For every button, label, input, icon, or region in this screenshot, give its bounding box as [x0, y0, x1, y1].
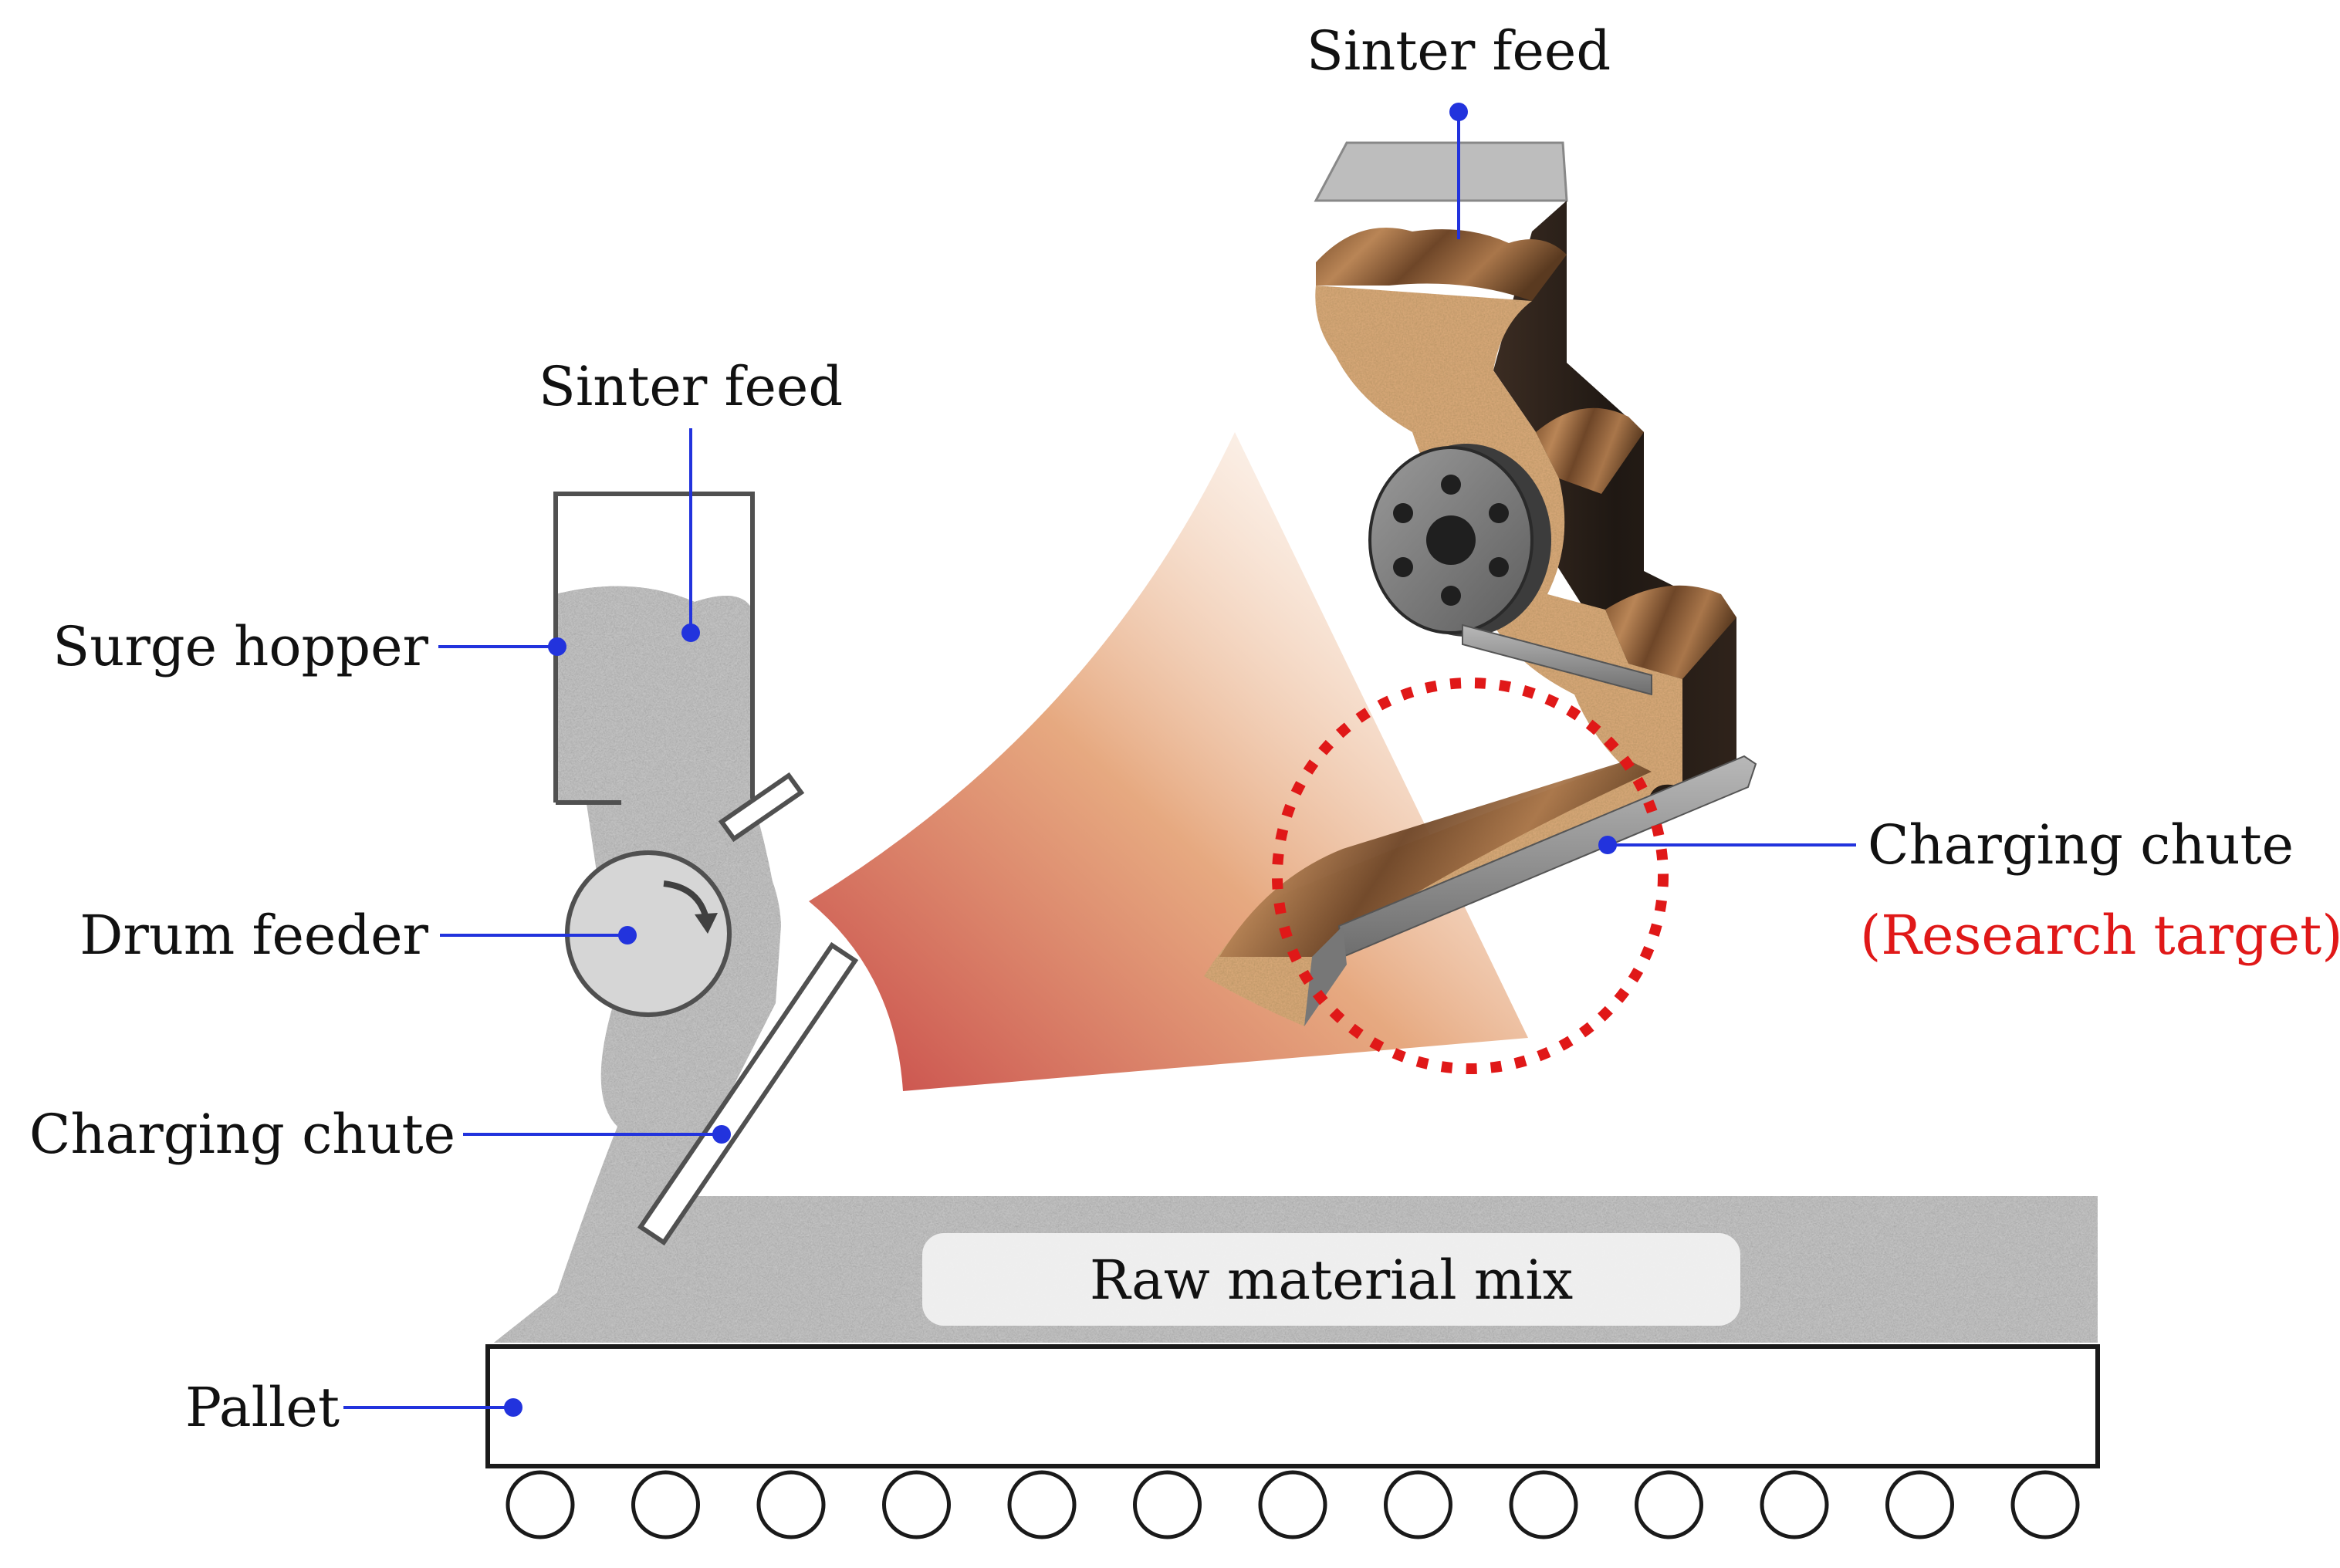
pallet-roller [1384, 1470, 1452, 1539]
label-sinter-feed-top: Sinter feed [1307, 19, 1611, 83]
clockwise-arrow-icon [663, 880, 718, 934]
gate-plate [718, 772, 805, 843]
label-sinter-feed-left: Sinter feed [539, 355, 843, 418]
pallet-roller [1635, 1470, 1703, 1539]
charging-chute-left [637, 941, 859, 1246]
label-research-target: (Research target) [1860, 904, 2340, 967]
pallet-roller [1133, 1470, 1202, 1539]
label-surge-hopper: Surge hopper [52, 615, 428, 678]
label-pallet: Pallet [185, 1376, 340, 1439]
pallet [485, 1344, 2100, 1468]
label-drum-feeder: Drum feeder [79, 904, 428, 967]
pallet-roller [506, 1470, 575, 1539]
pallet-roller [756, 1470, 826, 1539]
pallet-roller [1509, 1470, 1578, 1539]
dashed-circle-icon [1272, 678, 1669, 1074]
leader-drum-feeder [440, 926, 637, 945]
pallet-roller [1885, 1470, 1954, 1539]
label-charging-chute-left: Charging chute [29, 1103, 455, 1166]
leader-charging-chute-right [1598, 836, 1856, 854]
leader-sinter-feed-left [681, 428, 700, 642]
raw-material-label-box [922, 1233, 1740, 1326]
leader-charging-chute-left [463, 1125, 731, 1144]
leader-pallet [343, 1398, 522, 1417]
label-raw-material-mix: Raw material mix [1090, 1249, 1573, 1312]
pallet-roller [1258, 1470, 1327, 1539]
pallet-roller [631, 1470, 700, 1539]
pallet-roller [882, 1470, 951, 1539]
label-charging-chute-right: Charging chute [1868, 813, 2294, 877]
pallet-roller [1007, 1470, 1077, 1539]
pallet-roller [1760, 1470, 1829, 1539]
leader-sinter-feed-top [1449, 103, 1468, 239]
pallet-rollers [506, 1470, 2080, 1539]
leader-surge-hopper [438, 637, 566, 656]
pallet-roller [2010, 1470, 2080, 1539]
